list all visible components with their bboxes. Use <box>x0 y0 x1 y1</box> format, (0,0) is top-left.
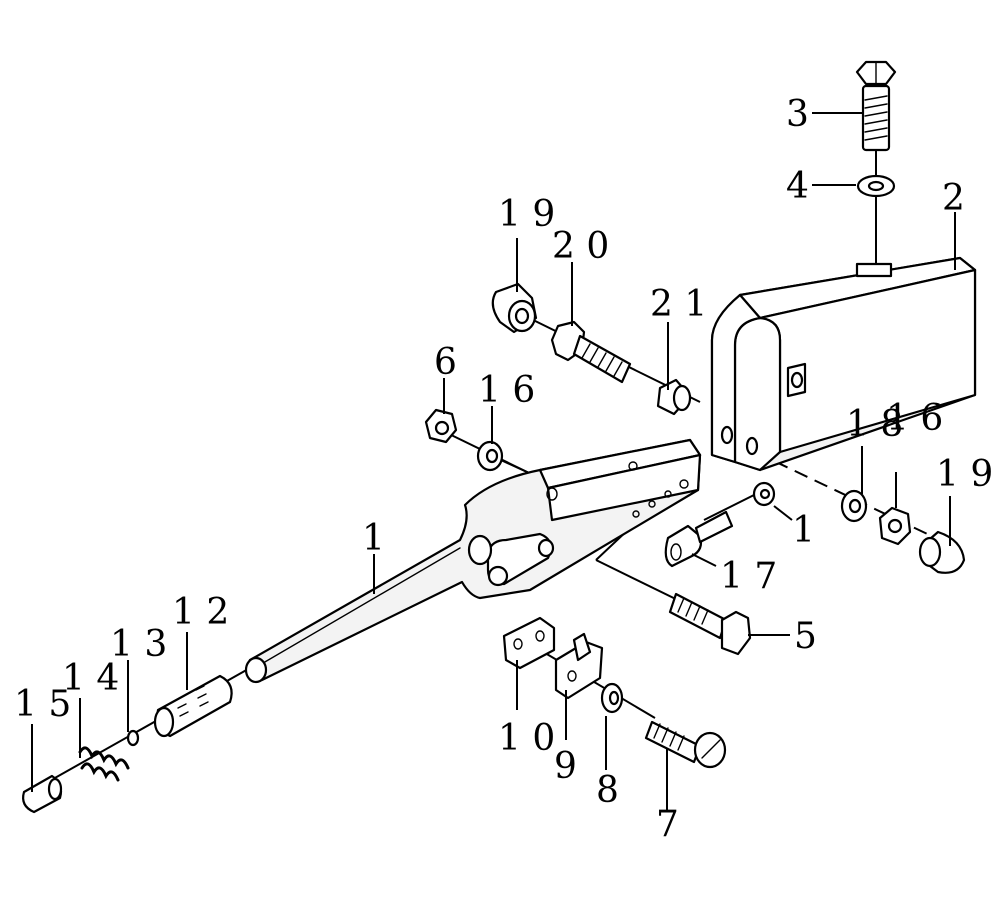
callout-17: 1 7 <box>720 556 777 597</box>
bracket-part-2 <box>710 256 977 472</box>
callout-7a: 7 <box>656 804 679 845</box>
nut-part-6a <box>424 408 458 444</box>
callout-15: 1 5 <box>14 684 71 725</box>
leader-lines <box>31 112 956 812</box>
spring-part-15 <box>78 746 130 782</box>
callout-5: 5 <box>794 616 817 657</box>
callout-19b: 1 9 <box>936 454 992 495</box>
ring-part-14 <box>126 729 140 747</box>
washer-part-8a <box>600 682 624 714</box>
callout-14: 1 4 <box>62 658 119 699</box>
screw-part-7 <box>644 720 727 769</box>
callout-2: 2 <box>942 178 965 219</box>
washer-part-18a <box>752 481 776 507</box>
callout-8a: 8 <box>596 770 619 811</box>
grip-sleeve-part-12 <box>153 674 233 738</box>
callout-1b: 1 <box>792 510 815 551</box>
bolt-part-20 <box>550 320 632 384</box>
callout-9: 9 <box>554 746 577 787</box>
nut-part-16b <box>878 506 912 546</box>
callout-16b: 1 6 <box>886 398 943 439</box>
washer-part-16a <box>476 440 504 472</box>
callout-19a: 1 9 <box>498 194 555 235</box>
acorn-nut-part-19a <box>491 282 538 334</box>
callout-6a: 6 <box>434 342 457 383</box>
callout-21: 2 1 <box>650 284 707 325</box>
plate-part-9 <box>554 632 604 700</box>
callout-1: 1 <box>362 518 385 559</box>
callout-4: 4 <box>786 166 809 207</box>
callout-10: 1 0 <box>498 718 555 759</box>
callout-labels: 3 4 2 1 9 2 0 2 1 6 1 6 1 1 2 1 3 1 4 1 … <box>14 94 992 845</box>
hex-bolt-part-3 <box>855 60 897 152</box>
callout-12: 1 2 <box>172 592 229 633</box>
assembly-axes <box>29 150 941 793</box>
lever-part-1 <box>244 438 702 684</box>
end-cap-part-13 <box>22 774 63 814</box>
washer-part-18b <box>840 489 868 523</box>
callout-13: 1 3 <box>110 624 167 665</box>
bolt-part-5 <box>668 592 752 656</box>
plate-part-10 <box>502 616 556 670</box>
callout-3: 3 <box>786 94 809 135</box>
callout-18: 1 8 <box>846 404 903 445</box>
spacer-part-21 <box>656 378 692 416</box>
callout-20: 2 0 <box>552 226 609 267</box>
callout-16a: 1 6 <box>478 370 535 411</box>
acorn-nut-part-19b <box>918 530 966 574</box>
cap-screw-part-17 <box>664 510 734 568</box>
washer-part-4 <box>856 174 896 198</box>
